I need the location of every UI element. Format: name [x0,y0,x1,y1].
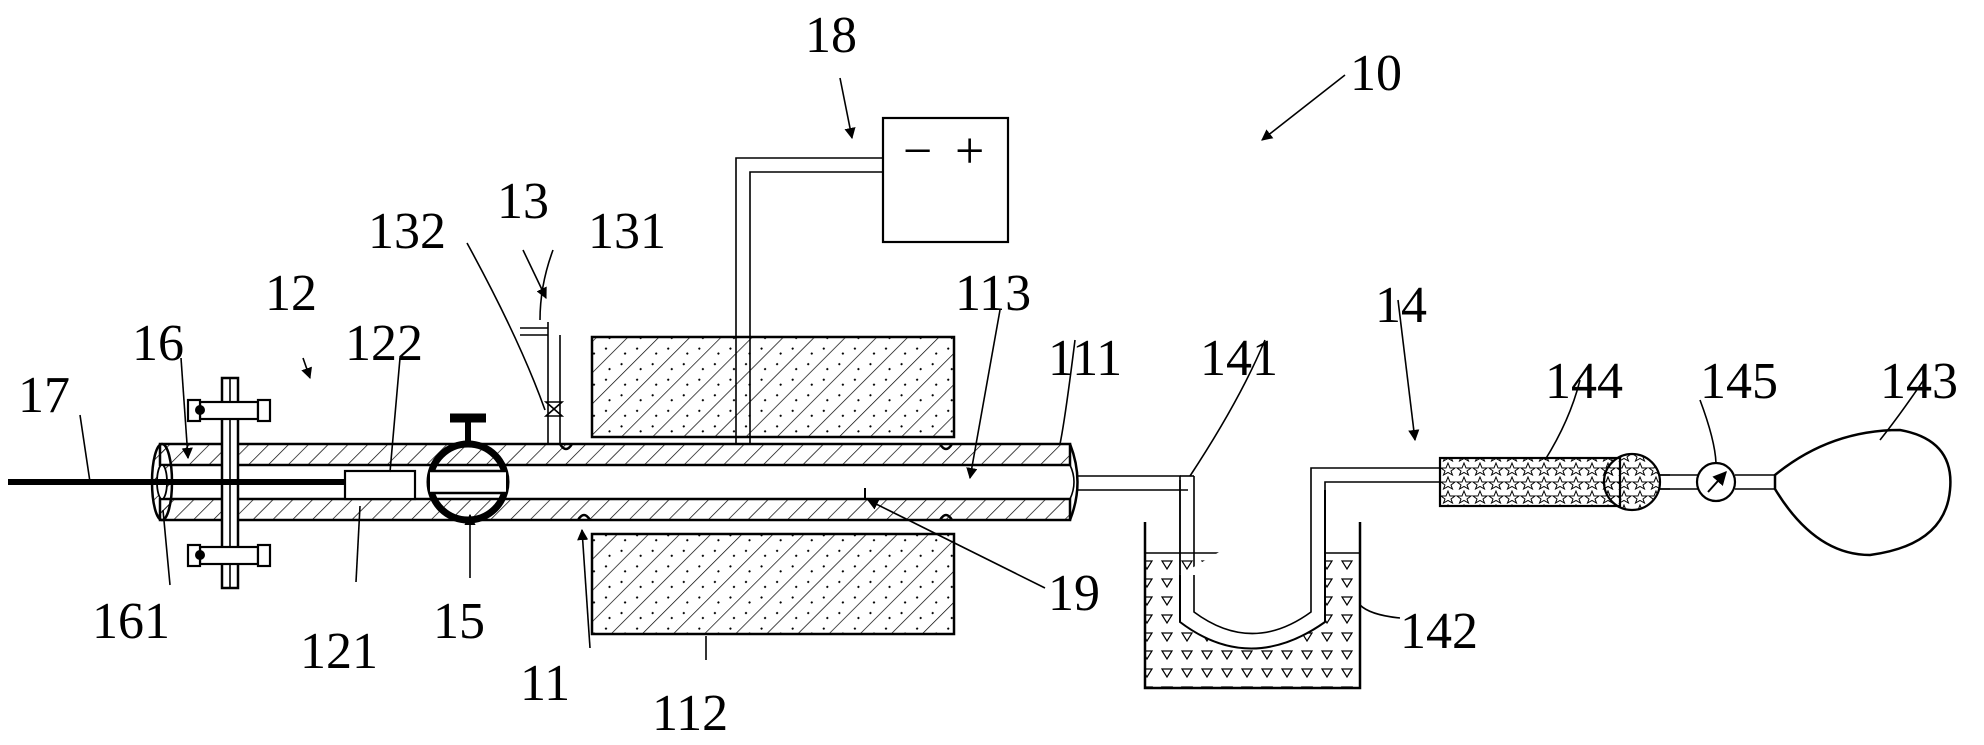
label-122: 122 [345,315,423,372]
label-111: 111 [1048,330,1122,387]
bolt-top [198,400,260,421]
label-113: 113 [955,265,1031,322]
main-tube [158,442,1079,522]
tube-bottom-wall [158,497,1072,522]
label-14: 14 [1375,277,1427,334]
power-plus: + [955,123,984,180]
label-19: 19 [1048,565,1100,622]
u-tube [1179,490,1326,650]
furnace-top [590,335,956,439]
label-145: 145 [1700,353,1778,410]
tube-right-end [1068,443,1079,521]
label-12: 12 [265,265,317,322]
label-15: 15 [433,593,485,650]
label-13: 13 [497,173,549,230]
label-132: 132 [368,203,446,260]
label-131: 131 [588,203,666,260]
lead-wire-inner [749,171,883,444]
power-supply [881,116,1010,244]
label-16: 16 [132,315,184,372]
label-10: 10 [1350,45,1402,102]
leader-lines [79,74,1926,660]
label-112: 112 [652,685,728,742]
furnace-bottom [590,532,956,636]
lead-wire-outer [735,157,883,444]
label-161: 161 [92,593,170,650]
bolt-bottom [198,545,260,566]
label-144: 144 [1545,353,1623,410]
filter [1438,452,1670,512]
label-121: 121 [300,623,378,680]
outlet-pipe-rise [1310,467,1440,476]
label-142: 142 [1400,603,1478,660]
power-minus: − [903,123,932,180]
gas-bag [1773,428,1952,557]
cold-trap [1143,476,1362,690]
reference-labels: 10 18 13 132 131 12 16 122 17 113 111 14… [18,7,1958,742]
sample-boat [343,469,417,501]
tube-top-wall [158,442,1072,467]
label-18: 18 [805,7,857,64]
label-17: 17 [18,367,70,424]
label-141: 141 [1200,330,1278,387]
flow-gauge [1660,461,1775,503]
gas-inlet [520,322,565,444]
label-11: 11 [520,655,570,712]
inlet-valve [543,401,565,417]
label-143: 143 [1880,353,1958,410]
